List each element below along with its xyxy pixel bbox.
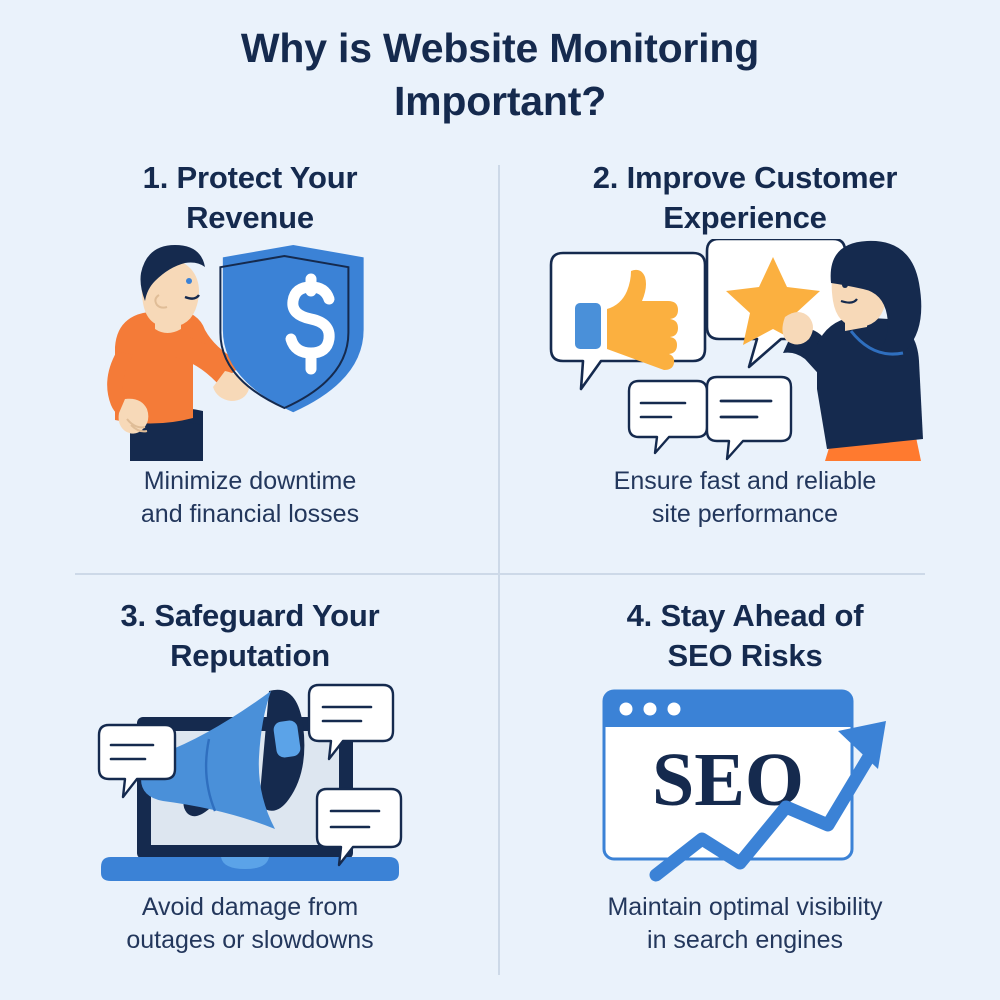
quadrant-4-heading-line-1: 4. Stay Ahead of <box>626 598 864 633</box>
quadrant-4-caption-line-1: Maintain optimal visibility <box>607 892 883 921</box>
eye <box>186 277 192 284</box>
quadrant-1-heading: 1. Protect Your Revenue <box>50 158 450 239</box>
horizontal-divider <box>75 573 925 575</box>
navy-hair <box>140 244 205 301</box>
quadrant-4-caption: Maintain optimal visibility in search en… <box>535 891 955 958</box>
thumb-hand <box>607 269 678 370</box>
right-arm <box>175 334 237 385</box>
quadrant-3-heading: 3. Safeguard Your Reputation <box>50 596 450 677</box>
trousers <box>130 413 203 461</box>
dollar-sign <box>285 273 335 375</box>
speech-bubble-thumbs-up <box>549 251 707 390</box>
illustration-browser-seo-growth: SEO <box>535 677 955 885</box>
quadrant-3-caption: Avoid damage from outages or slowdowns <box>40 891 460 958</box>
quadrant-1-heading-line-2: Revenue <box>186 200 314 236</box>
quadrant-improve-customer-experience: 2. Improve Customer Experience <box>515 158 975 532</box>
illustration-woman-with-review-bubbles <box>535 238 955 461</box>
quadrant-4-heading: 4. Stay Ahead of SEO Risks <box>545 596 945 677</box>
quadrant-2-heading: 2. Improve Customer Experience <box>545 158 945 239</box>
laptop-base <box>101 856 399 881</box>
speech-bubble-medium-middle <box>705 375 793 460</box>
quadrant-3-caption-line-1: Avoid damage from <box>141 892 359 921</box>
arrow-head <box>838 720 886 769</box>
hand <box>782 311 813 345</box>
mouth <box>184 293 200 300</box>
blue-shield <box>219 244 364 412</box>
quadrant-3-caption-line-2: outages or slowdowns <box>126 926 374 955</box>
quadrant-1-caption: Minimize downtime and financial losses <box>40 465 460 532</box>
left-hand <box>118 398 149 434</box>
quadrant-3-heading-line-2: Reputation <box>170 638 330 674</box>
quadrant-3-heading-line-1: 3. Safeguard Your <box>120 598 380 633</box>
speech-bubble-top-left <box>97 723 177 798</box>
speech-bubble-top-right <box>307 683 395 760</box>
megaphone-cone <box>141 690 275 829</box>
quadrant-1-heading-line-1: 1. Protect Your <box>142 160 358 195</box>
speech-bubble-small-left <box>627 379 709 454</box>
quadrant-protect-revenue: 1. Protect Your Revenue <box>20 158 480 532</box>
thumbs-up-icon <box>575 269 678 370</box>
megaphone-grip <box>273 720 301 758</box>
quadrant-1-caption-line-1: Minimize downtime <box>143 466 357 495</box>
vertical-divider <box>498 165 500 975</box>
orange-sweater <box>115 307 237 424</box>
page-title-line-2: Important? <box>393 78 607 125</box>
laptop-notch <box>221 856 269 869</box>
browser-dot-3 <box>667 702 681 716</box>
thumb-base <box>575 302 601 349</box>
quadrant-2-heading-line-1: 2. Improve Customer <box>592 160 898 195</box>
page-title-line-1: Why is Website Monitoring <box>240 25 760 71</box>
navy-hair <box>830 240 922 358</box>
illustration-man-holding-dollar-shield <box>40 239 460 461</box>
quadrant-2-caption-line-1: Ensure fast and reliable <box>613 466 877 495</box>
quadrant-2-caption: Ensure fast and reliable site performanc… <box>535 465 955 532</box>
megaphone-band <box>204 738 217 812</box>
browser-dot-2 <box>643 702 657 716</box>
shield-body <box>222 244 364 412</box>
quadrant-2-heading-line-2: Experience <box>663 200 827 236</box>
speech-bubble-bottom-right <box>315 787 403 866</box>
ear <box>154 293 168 309</box>
mouth <box>840 297 858 304</box>
page-title: Why is Website Monitoring Important? <box>100 22 900 129</box>
quadrant-safeguard-reputation: 3. Safeguard Your Reputation <box>20 596 480 958</box>
quadrant-2-caption-line-2: site performance <box>651 500 839 529</box>
browser-titlebar <box>604 690 852 727</box>
quadrant-1-caption-line-2: and financial losses <box>140 500 360 529</box>
shield-inner-outline <box>219 254 350 409</box>
man-figure <box>107 244 249 461</box>
quadrant-4-caption-line-2: in search engines <box>647 926 843 955</box>
necklace <box>849 329 904 356</box>
growth-arrow-icon <box>649 720 886 882</box>
megaphone-icon <box>141 689 305 829</box>
illustration-laptop-with-megaphone <box>40 677 460 885</box>
quadrant-4-heading-line-2: SEO Risks <box>667 638 823 674</box>
woman-figure <box>782 240 923 461</box>
quadrant-stay-ahead-seo-risks: 4. Stay Ahead of SEO Risks SEO <box>515 596 975 958</box>
browser-window-icon: SEO <box>602 689 854 861</box>
browser-dot-1 <box>619 702 633 716</box>
